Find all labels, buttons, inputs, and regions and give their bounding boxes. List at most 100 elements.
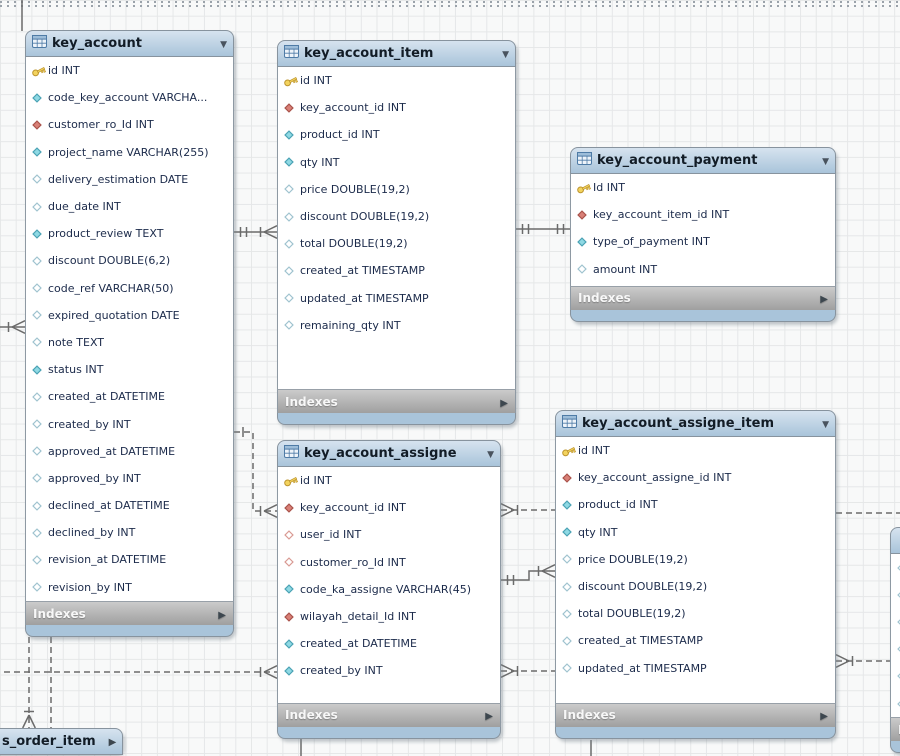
field-row[interactable]: approved_by INT [26,465,233,492]
table-header[interactable]: key_account_assigne_item [555,410,836,437]
field-row[interactable]: type_of_payment INT [571,228,835,255]
relationship-key_account--s_order_item-a[interactable] [22,637,36,729]
expand-arrow-icon[interactable] [218,607,226,621]
table-header[interactable]: key_account_item [277,40,516,67]
indexes-section[interactable]: Indexes [890,717,900,742]
field-row[interactable]: expired_quotation DATE [26,302,233,329]
field-row[interactable]: created_at TIMESTAMP [556,627,835,654]
indexes-section[interactable]: Indexes [277,389,516,413]
indexes-section[interactable]: Indexes [25,601,234,625]
field-row[interactable]: code_ka_assigne VARCHAR(45) [278,576,500,603]
collapse-arrow-icon[interactable] [220,36,227,51]
expand-arrow-icon[interactable] [485,708,493,722]
relationship-key_account_item--key_account_payment[interactable] [516,224,570,234]
expand-arrow-icon[interactable] [109,734,117,749]
field-row[interactable]: id INT [556,437,835,464]
field-row[interactable]: revision_at DATETIME [26,546,233,573]
indexes-section[interactable]: Indexes [277,702,501,727]
field-row[interactable]: created_by INT [278,657,500,684]
relationship-offcanvas-left--key_account[interactable] [0,320,26,334]
field-row[interactable]: updated_at TIMESTAMP [556,655,835,682]
field-row[interactable]: discount DOUBLE(19,2) [278,203,515,230]
field-row[interactable]: due_date INT [26,193,233,220]
field-row[interactable]: created_at DATETIME [26,383,233,410]
field-row[interactable]: key_account_id INT [278,494,500,521]
field-row[interactable]: product_review TEXT [26,220,233,247]
table-key_account_payment[interactable]: key_account_paymentId INTkey_account_ite… [570,147,836,322]
expand-arrow-icon[interactable] [820,708,828,722]
collapse-arrow-icon[interactable] [487,446,494,461]
field-row[interactable]: note TEXT [26,329,233,356]
collapse-arrow-icon[interactable] [822,416,829,431]
field-row[interactable] [891,636,900,663]
table-header[interactable]: key_account_assigne [277,440,501,467]
field-row[interactable]: key_account_assigne_id INT [556,464,835,491]
field-row[interactable]: delivery_estimation DATE [26,166,233,193]
field-row[interactable]: amount INT [571,256,835,283]
field-row[interactable]: declined_at DATETIME [26,492,233,519]
field-row[interactable]: price DOUBLE(19,2) [278,176,515,203]
table-s_order_item[interactable]: s_order_item [0,728,123,755]
field-row[interactable] [891,663,900,690]
field-row[interactable]: key_account_item_id INT [571,201,835,228]
field-row[interactable]: customer_ro_Id INT [26,111,233,138]
field-row[interactable]: id INT [278,67,515,94]
relationship-key_account_assigne--key_account_assigne_item[interactable] [501,564,556,585]
field-row[interactable]: created_at TIMESTAMP [278,257,515,284]
field-row[interactable]: approved_at DATETIME [26,438,233,465]
field-row[interactable]: discount DOUBLE(19,2) [556,573,835,600]
relationship-key_account_assigne_item--clipped_table_right[interactable] [835,654,890,668]
field-row[interactable]: qty INT [556,519,835,546]
collapse-arrow-icon[interactable] [822,153,829,168]
relationship-key_account--key_account_item[interactable] [234,225,278,239]
field-row[interactable]: customer_ro_Id INT [278,549,500,576]
field-row[interactable]: wilayah_detail_Id INT [278,603,500,630]
field-row[interactable] [891,690,900,717]
field-row[interactable]: project_name VARCHAR(255) [26,139,233,166]
relationship-offcanvas-left--key_account_assigne[interactable] [0,665,278,679]
field-row[interactable]: status INT [26,356,233,383]
field-row[interactable]: user_id INT [278,521,500,548]
indexes-section[interactable]: Indexes [570,285,836,310]
field-row[interactable]: declined_by INT [26,519,233,546]
field-row[interactable]: price DOUBLE(19,2) [556,546,835,573]
field-row[interactable] [891,554,900,581]
relationship-key_account_assigne--offcanvas-right-b[interactable] [500,664,555,678]
field-row[interactable]: total DOUBLE(19,2) [278,230,515,257]
field-row[interactable]: qty INT [278,149,515,176]
field-row[interactable]: total DOUBLE(19,2) [556,600,835,627]
field-row[interactable]: revision_by INT [26,574,233,601]
expand-arrow-icon[interactable] [820,291,828,305]
table-clipped_table_right[interactable]: Indexes [890,527,900,754]
table-header[interactable]: key_account_payment [570,147,836,174]
field-row[interactable]: code_key_account VARCHA... [26,84,233,111]
field-row[interactable]: created_at DATETIME [278,630,500,657]
field-row[interactable]: product_id INT [556,491,835,518]
field-row[interactable]: created_by INT [26,410,233,437]
relationship-key_account_assigne--offcanvas-right-a[interactable] [500,503,555,517]
field-row[interactable]: code_ref VARCHAR(50) [26,275,233,302]
field-row[interactable]: id INT [26,57,233,84]
field-row[interactable]: Id INT [571,174,835,201]
field-row[interactable]: id INT [278,467,500,494]
relationship-key_account--key_account_assigne[interactable] [234,427,278,518]
attribute-icon [31,92,48,104]
table-key_account_assigne_item[interactable]: key_account_assigne_itemid INTkey_accoun… [555,410,836,739]
indexes-section[interactable]: Indexes [555,702,836,727]
collapse-arrow-icon[interactable] [502,46,509,61]
field-row[interactable]: updated_at TIMESTAMP [278,285,515,312]
field-row[interactable]: remaining_qty INT [278,312,515,339]
field-row[interactable]: key_account_id INT [278,94,515,121]
table-header[interactable]: s_order_item [0,728,123,755]
table-header[interactable] [890,527,900,554]
field-row[interactable]: discount DOUBLE(6,2) [26,247,233,274]
table-header[interactable]: key_account [25,30,234,57]
field-row[interactable] [891,608,900,635]
field-row[interactable]: product_id INT [278,121,515,148]
expand-arrow-icon[interactable] [500,395,508,409]
field-row[interactable] [891,581,900,608]
table-key_account_assigne[interactable]: key_account_assigneid INTkey_account_id … [277,440,501,739]
